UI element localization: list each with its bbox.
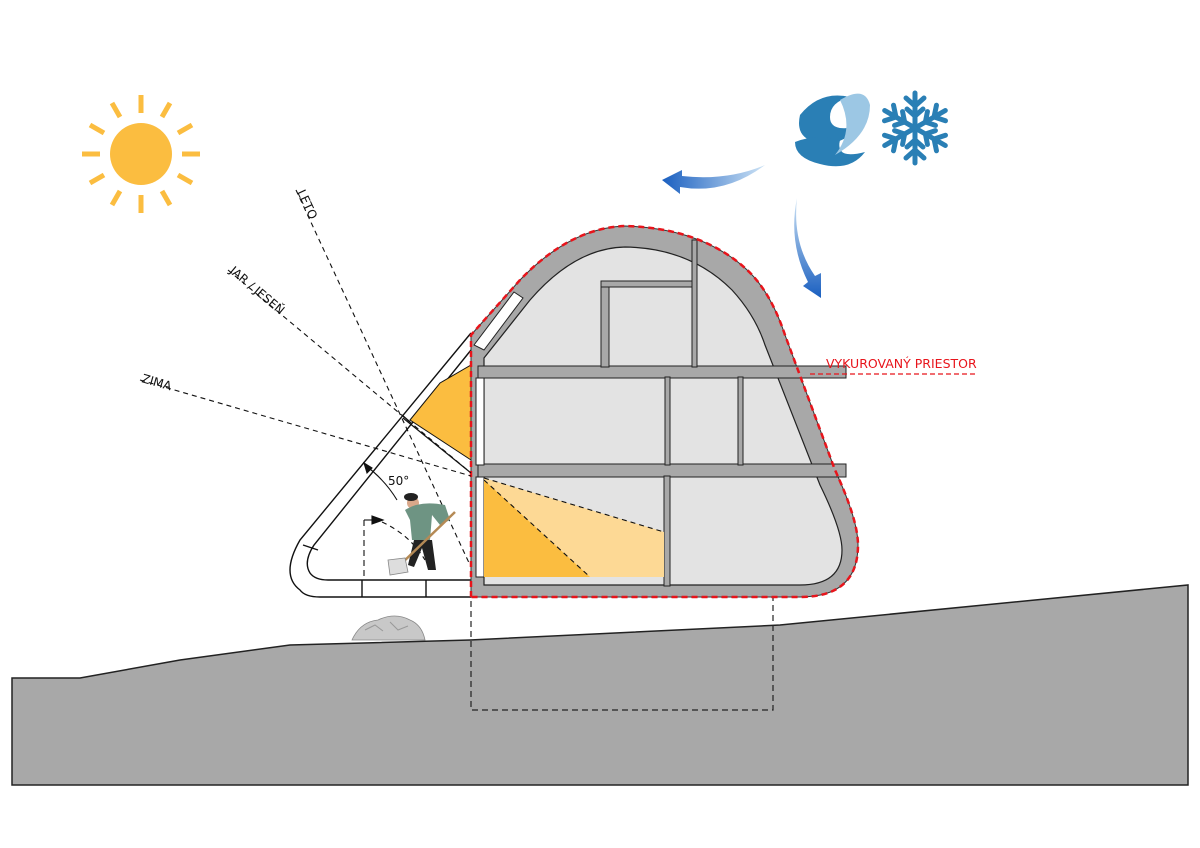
- angle-label: 50°: [388, 474, 409, 488]
- terrain: [11, 584, 1189, 786]
- heated-space-outline: [469, 224, 860, 599]
- person-shoveling: [387, 493, 456, 576]
- sun-angle-lines: [139, 189, 665, 578]
- heated-space-label: VYKUROVANÝ PRIESTOR: [826, 356, 977, 371]
- roof-window: [473, 291, 524, 351]
- label-summer: LETO: [294, 187, 320, 221]
- interior-walls: [475, 239, 847, 587]
- angle-indicator: [363, 461, 426, 580]
- sun-icon: [82, 95, 200, 213]
- wind-arrow-icon: [662, 165, 821, 298]
- label-spring-autumn: JAR / JESEŇ: [226, 262, 288, 317]
- snowflake-icon: [880, 90, 950, 163]
- sunspace-glazing-sun-zone: [409, 364, 472, 461]
- sun-zone-strong: [484, 480, 590, 577]
- rock-pile: [351, 615, 426, 641]
- wind-icon: [795, 93, 870, 167]
- label-winter: ZIMA: [140, 371, 174, 393]
- building-interior: [483, 246, 843, 586]
